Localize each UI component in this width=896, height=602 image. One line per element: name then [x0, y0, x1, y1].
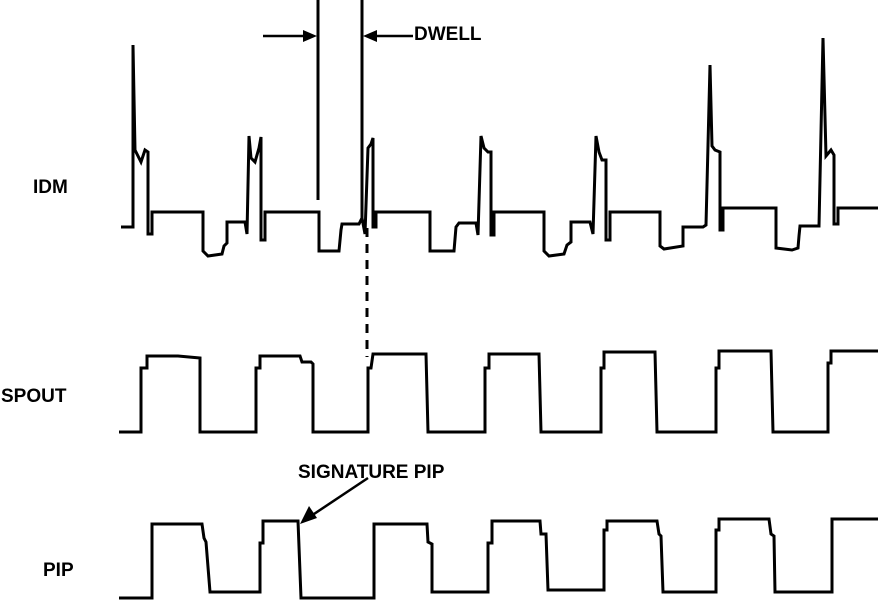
signature-pip-leader-line [307, 476, 369, 520]
idm-waveform [121, 37, 878, 258]
spout-label: SPOUT [1, 386, 67, 407]
signature-pip-label: SIGNATURE PIP [298, 462, 445, 483]
dwell-arrow-right-head [363, 30, 377, 42]
dwell-label: DWELL [414, 24, 482, 45]
idm-label: IDM [33, 177, 68, 198]
dwell-arrow-left-head [303, 30, 317, 42]
pip-label: PIP [43, 560, 74, 581]
spout-waveform [119, 349, 878, 434]
signature-pip-arrowhead [300, 506, 317, 524]
pip-waveform [119, 517, 878, 600]
